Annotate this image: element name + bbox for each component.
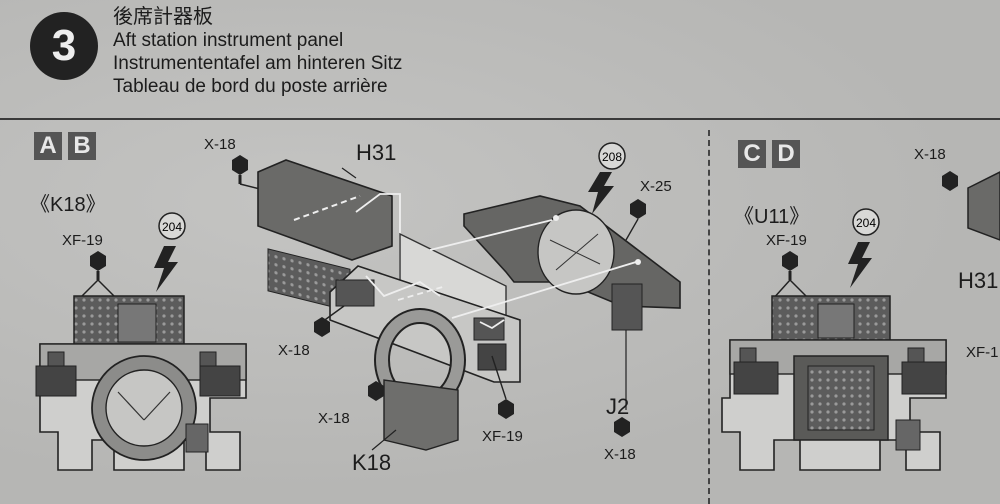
title-japanese: 後席計器板 bbox=[113, 6, 213, 28]
part-k18-label: K18 bbox=[352, 450, 392, 475]
rear-bracket bbox=[429, 195, 681, 410]
paint-x18-bottom-left: X-18 bbox=[318, 410, 350, 427]
right-paint-x18: X-18 bbox=[914, 146, 946, 163]
part-k18 bbox=[329, 265, 521, 451]
right-version-badges: C D bbox=[738, 140, 800, 168]
paint-x18-mid-left: X-18 bbox=[278, 342, 310, 359]
part-h31-label: H31 bbox=[356, 140, 397, 165]
right-part-h31-cut: H31 bbox=[958, 268, 999, 293]
right-paint-xf-cut: XF-1 bbox=[966, 344, 999, 361]
part-j2-label: J2 bbox=[606, 394, 630, 419]
title-french: Tableau de bord du poste arrière bbox=[113, 76, 388, 97]
left-paint-xf19: XF-19 bbox=[62, 232, 103, 249]
x18-hex-marker-mid-left bbox=[314, 305, 345, 337]
paint-xf19-bottom: XF-19 bbox=[482, 428, 523, 445]
x18-hex-marker-bottom-right bbox=[614, 417, 630, 437]
left-variant-label: 《K18》 bbox=[30, 194, 106, 216]
left-version-badges: A B bbox=[34, 132, 96, 160]
center-exploded-assembly: 208 bbox=[232, 142, 681, 451]
right-edge-h31-partial bbox=[942, 171, 1000, 241]
right-assembled-panel: 204 bbox=[721, 208, 947, 471]
ref-208-text: 208 bbox=[602, 150, 622, 164]
xf19-hex-marker-right bbox=[771, 251, 811, 301]
section-divider bbox=[708, 130, 710, 504]
xf19-hex-marker-bottom bbox=[491, 355, 514, 419]
ref-204-text-right: 204 bbox=[856, 216, 876, 230]
paint-x18-top-left: X-18 bbox=[204, 136, 236, 153]
xf19-hex-marker-left bbox=[77, 251, 119, 301]
step-title-block: 後席計器板 Aft station instrument panel Instr… bbox=[113, 6, 402, 98]
version-badge-c: C bbox=[738, 140, 766, 168]
ref-204-marker-left: 204 bbox=[154, 212, 186, 292]
title-english: Aft station instrument panel bbox=[113, 30, 344, 51]
step-number: 3 bbox=[51, 21, 77, 70]
x18-hex-marker-bottom-left bbox=[368, 381, 384, 401]
right-paint-xf19: XF-19 bbox=[766, 232, 807, 249]
title-german: Instrumententafel am hinteren Sitz bbox=[113, 53, 403, 74]
version-badge-d: D bbox=[772, 140, 800, 168]
header-rule bbox=[0, 118, 1000, 120]
ref-204-text-left: 204 bbox=[162, 220, 182, 234]
version-badge-a: A bbox=[34, 132, 62, 160]
left-assembled-panel: 204 bbox=[35, 212, 247, 471]
step-number-badge: 3 bbox=[30, 12, 98, 80]
x25-hex-marker bbox=[625, 199, 646, 241]
ref-208-marker: 208 bbox=[588, 142, 626, 214]
paint-x18-bottom-right: X-18 bbox=[604, 446, 636, 463]
ref-204-marker-right: 204 bbox=[848, 208, 880, 288]
paint-x25: X-25 bbox=[640, 178, 672, 195]
right-variant-label: 《U11》 bbox=[734, 206, 810, 228]
version-badge-b: B bbox=[68, 132, 96, 160]
